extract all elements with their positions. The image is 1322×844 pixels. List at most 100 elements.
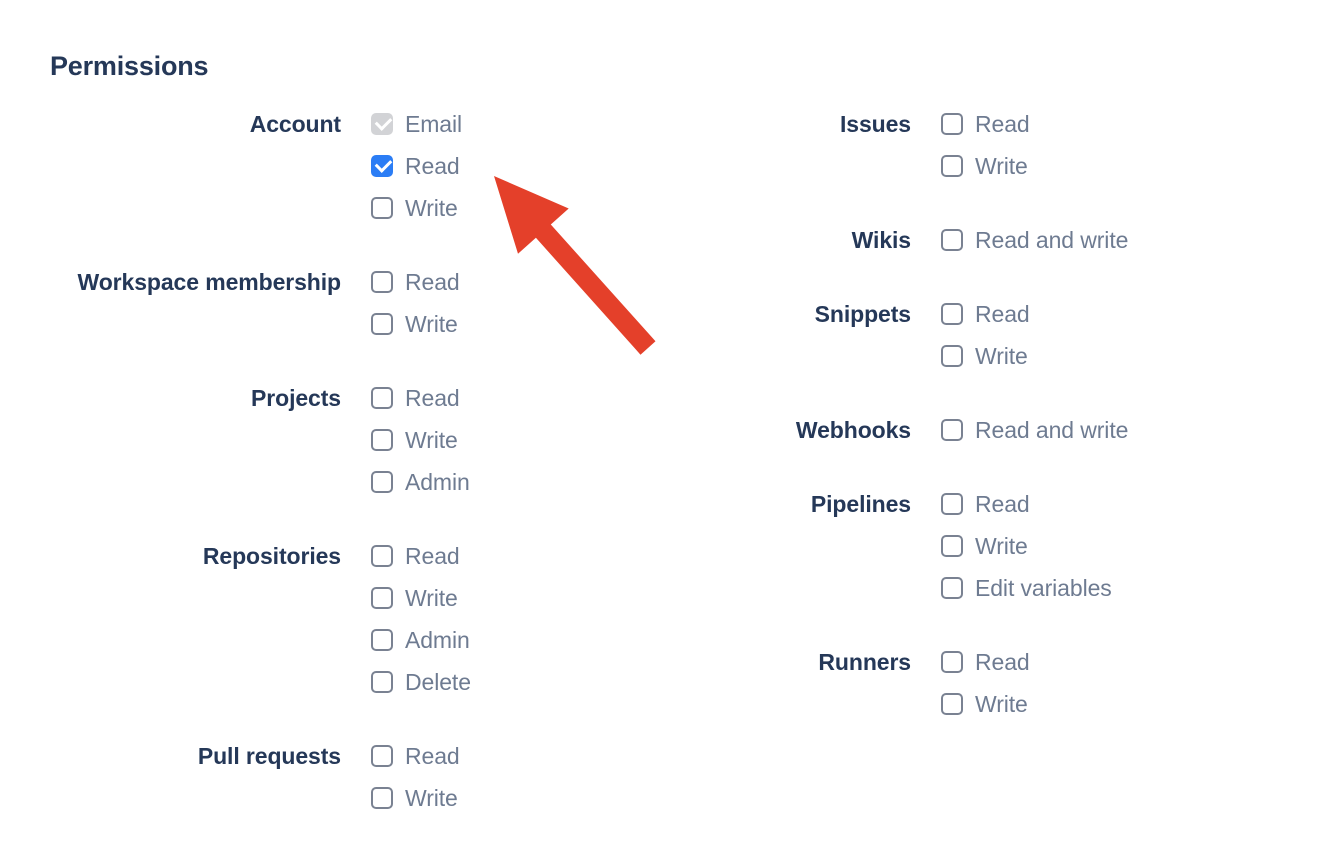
checkbox-unchecked[interactable] <box>371 471 393 493</box>
permission-option-row[interactable]: Read <box>371 145 462 187</box>
permission-option-row[interactable]: Write <box>941 145 1030 187</box>
checkbox-checked[interactable] <box>371 155 393 177</box>
permission-option-label: Read <box>405 385 460 411</box>
checkbox-unchecked[interactable] <box>371 197 393 219</box>
permission-option-label: Edit variables <box>975 575 1112 601</box>
permission-option-row[interactable]: Write <box>371 303 460 345</box>
permission-group: Webhooks Read and write <box>660 409 1322 451</box>
permission-option-row[interactable]: Write <box>941 525 1112 567</box>
permission-option-label: Read <box>405 543 460 569</box>
checkbox-unchecked[interactable] <box>941 535 963 557</box>
permission-option-label: Write <box>975 691 1028 717</box>
permission-group-label: Webhooks <box>795 417 911 443</box>
permission-group-label: Pull requests <box>197 743 341 769</box>
checkbox-unchecked[interactable] <box>941 229 963 251</box>
permission-option-row[interactable]: Write <box>941 683 1030 725</box>
permission-option-label: Read <box>975 111 1030 137</box>
checkbox-unchecked[interactable] <box>371 387 393 409</box>
permission-option-label: Read <box>975 649 1030 675</box>
permission-option-row[interactable]: Email <box>371 103 462 145</box>
permission-option-row[interactable]: Read <box>371 535 471 577</box>
permission-group-label: Projects <box>251 385 341 411</box>
permission-option-label: Write <box>405 311 458 337</box>
permission-option-row[interactable]: Admin <box>371 461 470 503</box>
checkbox-unchecked[interactable] <box>941 345 963 367</box>
checkbox-unchecked[interactable] <box>941 493 963 515</box>
permission-group-label: Issues <box>839 111 911 137</box>
permission-group-label: Pipelines <box>810 491 911 517</box>
checkbox-unchecked[interactable] <box>941 577 963 599</box>
permission-option-row[interactable]: Read and write <box>941 219 1128 261</box>
permission-option-label: Write <box>975 153 1028 179</box>
permission-option-list: Read and write <box>941 219 1128 261</box>
permission-option-row[interactable]: Edit variables <box>941 567 1112 609</box>
permission-option-label: Admin <box>405 469 470 495</box>
permission-option-label: Admin <box>405 627 470 653</box>
checkbox-unchecked[interactable] <box>371 629 393 651</box>
permission-group: Wikis Read and write <box>660 219 1322 261</box>
permission-option-label: Read <box>405 153 460 179</box>
permission-group-label: Wikis <box>851 227 911 253</box>
permission-option-label: Write <box>405 427 458 453</box>
permission-option-row[interactable]: Write <box>941 335 1030 377</box>
checkbox-unchecked[interactable] <box>371 787 393 809</box>
permission-option-row[interactable]: Admin <box>371 619 471 661</box>
permission-option-row[interactable]: Delete <box>371 661 471 703</box>
permission-group-label: Runners <box>818 649 911 675</box>
permission-option-list: Read and write <box>941 409 1128 451</box>
permission-option-row[interactable]: Read <box>371 735 460 777</box>
permission-option-label: Delete <box>405 669 471 695</box>
permission-option-row[interactable]: Write <box>371 187 462 229</box>
permission-option-label: Write <box>975 533 1028 559</box>
permission-option-label: Write <box>405 195 458 221</box>
checkbox-unchecked[interactable] <box>371 271 393 293</box>
checkbox-unchecked[interactable] <box>371 671 393 693</box>
permission-option-row[interactable]: Read <box>371 377 470 419</box>
permission-group-label: Repositories <box>202 543 341 569</box>
permission-option-row[interactable]: Read <box>941 293 1030 335</box>
permission-option-label: Write <box>405 585 458 611</box>
permission-option-label: Read and write <box>975 227 1129 253</box>
permission-option-row[interactable]: Read <box>941 483 1112 525</box>
permission-option-row[interactable]: Read and write <box>941 409 1128 451</box>
permission-option-label: Read <box>975 301 1030 327</box>
check-icon <box>374 113 393 131</box>
permission-option-label: Read and write <box>975 417 1129 443</box>
permission-option-row[interactable]: Write <box>371 577 471 619</box>
permission-option-row[interactable]: Write <box>371 419 470 461</box>
checkbox-unchecked[interactable] <box>371 313 393 335</box>
checkbox-unchecked[interactable] <box>941 693 963 715</box>
checkbox-unchecked[interactable] <box>371 429 393 451</box>
permission-option-row[interactable]: Read <box>371 261 460 303</box>
checkbox-unchecked[interactable] <box>941 419 963 441</box>
checkbox-unchecked[interactable] <box>371 745 393 767</box>
checkbox-unchecked[interactable] <box>941 113 963 135</box>
checkbox-unchecked[interactable] <box>371 545 393 567</box>
permission-option-row[interactable]: Read <box>941 103 1030 145</box>
checkbox-unchecked[interactable] <box>371 587 393 609</box>
permission-option-label: Write <box>405 785 458 811</box>
permission-option-row[interactable]: Read <box>941 641 1030 683</box>
permission-option-row[interactable]: Write <box>371 777 460 819</box>
permission-option-label: Read <box>405 269 460 295</box>
permission-option-label: Write <box>975 343 1028 369</box>
permission-group-label: Account <box>249 111 341 137</box>
checkbox-unchecked[interactable] <box>941 303 963 325</box>
checkbox-unchecked[interactable] <box>941 651 963 673</box>
checkbox-unchecked[interactable] <box>941 155 963 177</box>
